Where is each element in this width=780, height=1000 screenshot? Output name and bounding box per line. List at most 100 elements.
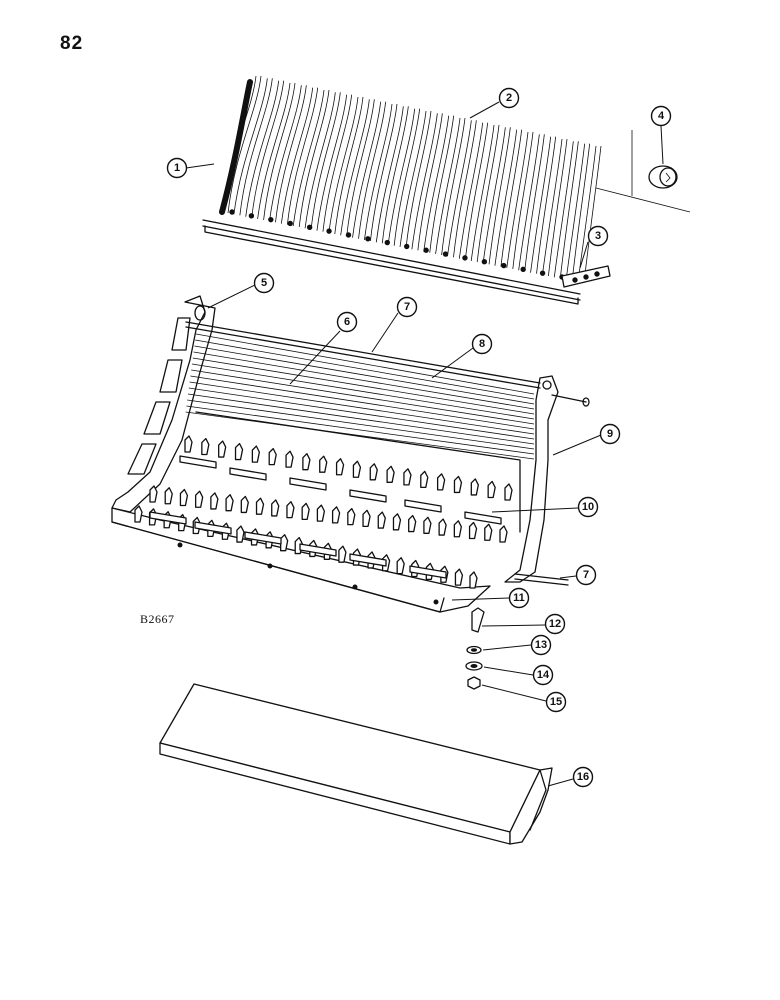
rasp-bar [179, 455, 217, 469]
front-angle-end [439, 597, 445, 613]
svg-text:15: 15 [550, 696, 562, 708]
tine [328, 96, 359, 234]
grate-hole [268, 216, 274, 223]
end-plate-window [171, 317, 191, 351]
tine-edge [441, 117, 466, 256]
tine-edge [464, 122, 489, 260]
concave-tooth [469, 571, 478, 589]
pivot-stud-end [582, 397, 590, 407]
cover-shield [159, 683, 553, 845]
grate-hole [462, 255, 468, 261]
callout-7a: 7 [396, 296, 418, 318]
callout-9: 9 [599, 423, 621, 445]
svg-text:13: 13 [535, 639, 547, 651]
tine [340, 99, 370, 236]
washer-hole [471, 648, 477, 652]
tine-edge [571, 143, 591, 281]
callout-12: 12 [544, 613, 566, 635]
end-plate-window [127, 443, 157, 475]
angle-hole [352, 584, 358, 590]
tine-edge [381, 106, 409, 244]
leader-lines [185, 101, 664, 787]
concave-tooth [251, 445, 261, 463]
svg-text:9: 9 [607, 428, 613, 440]
svg-text:7: 7 [583, 569, 589, 581]
tine-edge [536, 136, 557, 274]
strip-hole [583, 274, 589, 280]
grate-base-bar-bottom [202, 225, 581, 301]
callout-5: 5 [253, 272, 275, 294]
rasp-bar [194, 521, 232, 535]
tine [375, 106, 404, 243]
tine [530, 136, 552, 273]
tine [470, 124, 495, 262]
svg-text:12: 12 [549, 618, 561, 630]
concave-wire [187, 399, 535, 450]
callout-11: 11 [508, 587, 530, 609]
concave-tooth [362, 509, 371, 527]
bar-panel-edge [195, 411, 521, 533]
concave-tooth [184, 435, 193, 453]
tine-edge [298, 89, 330, 228]
tine-edge [346, 99, 375, 237]
tine [399, 110, 427, 248]
concave-tooth [420, 470, 429, 489]
shield-end-fold [529, 769, 547, 831]
concave-wire [194, 345, 535, 405]
grate-hole [384, 239, 390, 246]
tine-edge [251, 80, 285, 218]
concave-tooth [338, 545, 347, 563]
tine [553, 141, 574, 278]
svg-text:7: 7 [404, 301, 410, 313]
grate-hole [326, 228, 332, 234]
finger-grate [202, 75, 611, 305]
tine-edge [500, 129, 523, 267]
tine-edge [286, 87, 319, 225]
tine [245, 80, 280, 217]
tine [352, 101, 382, 238]
tine-edge [322, 94, 353, 232]
fastener-stack [465, 607, 485, 690]
shield-end-profile [509, 767, 553, 845]
concave-tooth [268, 447, 277, 466]
grate-base-flange [204, 225, 579, 305]
grate-hole [520, 266, 526, 273]
tine [542, 138, 563, 276]
angle-hole [267, 563, 273, 569]
callout-14: 14 [532, 664, 554, 686]
callout-3: 3 [587, 225, 609, 247]
tine-edge [334, 96, 364, 235]
tine [458, 122, 484, 259]
tine-edge [548, 138, 568, 277]
grate-end-tine [219, 79, 253, 215]
concave-tooth [468, 521, 478, 540]
concave-wire [189, 381, 535, 435]
rasp-bar [244, 531, 282, 545]
concave-tooth [369, 463, 378, 481]
concave-wire [187, 393, 535, 445]
tine [387, 108, 416, 245]
concave-tooth [285, 450, 294, 468]
angle-hole [177, 542, 183, 548]
tine-edge [227, 75, 262, 214]
plug-face [659, 167, 677, 187]
grate-hole [306, 224, 313, 230]
concave-tooth [504, 483, 513, 501]
rasp-bar [349, 553, 387, 567]
plug-mark [665, 172, 671, 183]
concave-wire [190, 375, 535, 430]
concave-tooth [301, 502, 310, 521]
tine [494, 129, 518, 266]
tine-edge [263, 82, 296, 221]
svg-text:10: 10 [582, 501, 594, 513]
concave-tooth [408, 514, 417, 533]
tine [518, 134, 540, 271]
concave-tooth [423, 516, 432, 534]
callout-2: 2 [498, 87, 520, 109]
callout-7b: 7 [575, 564, 597, 586]
tine [304, 92, 336, 229]
concave-tooth [403, 468, 412, 486]
concave-tooth [331, 506, 341, 524]
concave-wire [195, 333, 535, 395]
